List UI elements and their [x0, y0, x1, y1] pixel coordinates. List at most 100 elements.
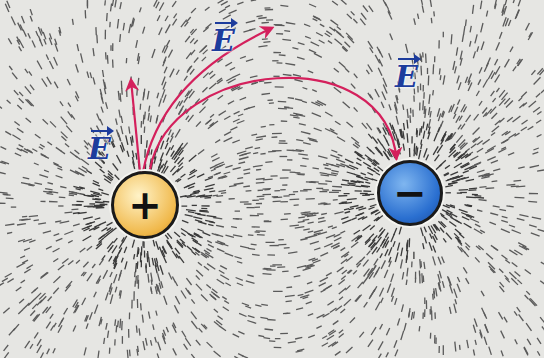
filing-stroke [468, 80, 470, 85]
filing-stroke [66, 126, 72, 133]
filing-stroke [126, 58, 128, 63]
filing-stroke [442, 112, 444, 118]
filing-stroke [23, 239, 32, 242]
filing-stroke [458, 99, 460, 104]
filing-stroke [43, 231, 51, 233]
filing-stroke [95, 201, 103, 203]
filing-stroke [477, 141, 483, 145]
filing-stroke [307, 282, 312, 284]
filing-stroke [5, 224, 14, 225]
filing-stroke [110, 272, 112, 277]
filing-stroke [483, 139, 490, 144]
filing-stroke [90, 312, 93, 320]
filing-stroke [113, 163, 118, 170]
filing-stroke [163, 330, 165, 336]
filing-stroke [320, 191, 328, 192]
filing-stroke [536, 93, 540, 97]
filing-stroke [41, 28, 43, 33]
filing-stroke [475, 257, 480, 262]
filing-stroke [49, 201, 58, 203]
filing-stroke [196, 340, 201, 345]
filing-stroke [146, 140, 148, 148]
filing-stroke [262, 38, 268, 40]
filing-stroke [370, 150, 375, 155]
filing-stroke [350, 318, 355, 323]
filing-stroke [334, 29, 341, 35]
filing-stroke [294, 276, 301, 277]
filing-stroke [53, 248, 60, 252]
filing-stroke [466, 115, 471, 122]
filing-stroke [233, 167, 241, 169]
filing-stroke [295, 337, 302, 339]
filing-stroke [5, 273, 12, 277]
filing-stroke [283, 195, 289, 197]
filing-stroke [438, 40, 440, 48]
filing-stroke [269, 340, 275, 342]
filing-stroke [156, 258, 157, 264]
filing-stroke [26, 118, 31, 123]
filing-stroke [25, 86, 31, 93]
filing-stroke [505, 260, 510, 264]
filing-stroke [211, 169, 216, 171]
filing-stroke [274, 347, 282, 349]
filing-stroke [460, 58, 462, 66]
filing-stroke [196, 276, 200, 280]
filing-stroke [396, 95, 398, 103]
filing-stroke [286, 23, 296, 25]
filing-stroke [441, 222, 447, 227]
filing-stroke [321, 175, 330, 176]
filing-stroke [222, 297, 226, 300]
filing-stroke [37, 61, 42, 70]
filing-stroke [356, 295, 362, 302]
filing-stroke [438, 346, 439, 353]
filing-stroke [95, 218, 101, 220]
filing-stroke [122, 237, 125, 241]
filing-stroke [430, 333, 432, 339]
filing-stroke [117, 155, 122, 163]
filing-stroke [204, 266, 209, 270]
filing-stroke [450, 34, 452, 44]
filing-stroke [162, 89, 165, 98]
filing-stroke [28, 33, 30, 38]
filing-stroke [129, 312, 131, 319]
filing-stroke [312, 113, 321, 117]
filing-stroke [450, 144, 455, 150]
filing-stroke [186, 288, 191, 294]
filing-stroke [286, 300, 292, 302]
filing-stroke [174, 305, 178, 313]
filing-stroke [65, 144, 69, 147]
filing-stroke [44, 39, 46, 45]
filing-stroke [237, 262, 242, 264]
filing-stroke [98, 351, 99, 358]
filing-stroke [7, 100, 11, 104]
filing-stroke [485, 324, 489, 333]
filing-stroke [443, 75, 445, 84]
filing-stroke [68, 111, 73, 117]
filing-stroke [451, 104, 454, 112]
filing-stroke [317, 101, 326, 106]
filing-stroke [345, 285, 350, 290]
filing-stroke [12, 135, 20, 140]
filing-stroke [149, 312, 150, 319]
filing-stroke [257, 213, 263, 214]
filing-stroke [334, 68, 339, 72]
filing-stroke [445, 165, 450, 168]
filing-stroke [159, 28, 162, 35]
filing-stroke [21, 280, 25, 283]
filing-stroke [237, 178, 243, 179]
filing-stroke [224, 116, 230, 120]
filing-stroke [505, 18, 508, 26]
filing-stroke [207, 241, 212, 243]
filing-stroke [93, 181, 99, 184]
filing-stroke [207, 264, 215, 270]
filing-stroke [354, 152, 361, 157]
filing-stroke [433, 236, 436, 243]
filing-stroke [71, 192, 79, 194]
filing-stroke [419, 271, 421, 276]
filing-stroke [361, 173, 366, 175]
filing-stroke [76, 64, 79, 72]
filing-stroke [258, 18, 266, 19]
filing-stroke [98, 189, 103, 191]
filing-stroke [463, 107, 466, 113]
filing-stroke [483, 113, 487, 117]
